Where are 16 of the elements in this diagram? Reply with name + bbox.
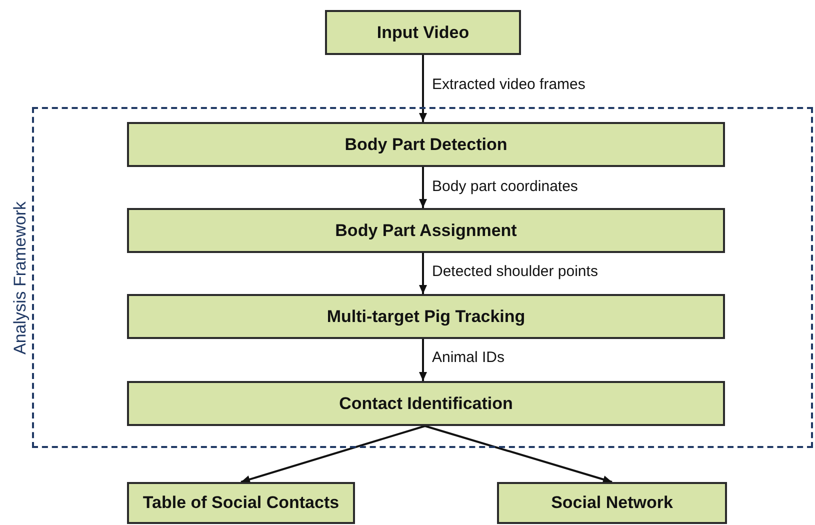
- process-box: Table of Social Contacts: [127, 482, 355, 524]
- arrow: [240, 425, 426, 484]
- process-box: Body Part Assignment: [127, 208, 725, 253]
- edge-label: Detected shoulder points: [430, 263, 600, 280]
- arrow: [419, 339, 427, 381]
- process-box: Contact Identification: [127, 381, 725, 426]
- process-box: Social Network: [497, 482, 727, 524]
- process-box: Input Video: [325, 10, 521, 55]
- arrow: [424, 425, 612, 484]
- process-box: Multi-target Pig Tracking: [127, 294, 725, 339]
- arrow: [419, 167, 427, 208]
- group-heading: Analysis Framework: [10, 200, 30, 354]
- arrow: [419, 55, 427, 122]
- edge-label: Body part coordinates: [430, 178, 580, 195]
- process-box: Body Part Detection: [127, 122, 725, 167]
- arrow: [419, 253, 427, 294]
